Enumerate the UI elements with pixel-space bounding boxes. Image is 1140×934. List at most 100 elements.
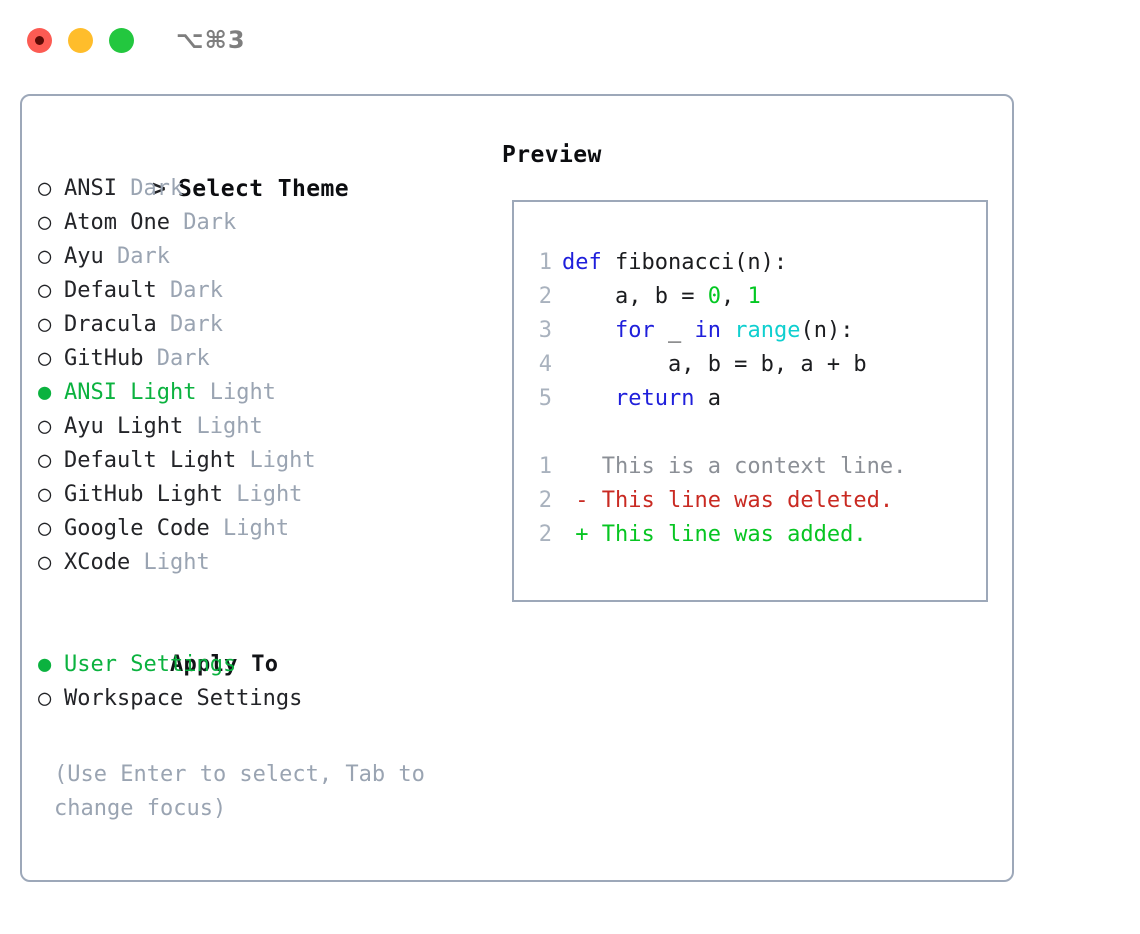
code-line-number: 4 bbox=[538, 352, 552, 377]
theme-name: ANSI bbox=[64, 176, 117, 201]
apply-to-option[interactable]: ● User Settings bbox=[38, 648, 488, 682]
apply-to-label: Apply To bbox=[169, 652, 279, 677]
minimize-button[interactable] bbox=[68, 27, 93, 53]
theme-name: ANSI Light bbox=[64, 380, 197, 405]
theme-name: XCode bbox=[64, 550, 131, 575]
radio-unselected-icon[interactable]: ○ bbox=[38, 278, 52, 303]
code-token-plain bbox=[562, 386, 615, 411]
radio-unselected-icon[interactable]: ○ bbox=[38, 448, 52, 473]
radio-unselected-icon[interactable]: ○ bbox=[38, 244, 52, 269]
radio-unselected-icon[interactable]: ○ bbox=[38, 482, 52, 507]
theme-kind-label: Light bbox=[209, 380, 276, 405]
theme-list-item[interactable]: ○ XCode Light bbox=[38, 546, 488, 580]
apply-to-option-label: User Settings bbox=[64, 652, 237, 677]
theme-name-kind-gap bbox=[196, 380, 209, 405]
radio-unselected-icon[interactable]: ○ bbox=[38, 346, 52, 371]
theme-list-item[interactable]: ○ Ayu Dark bbox=[38, 240, 488, 274]
code-token-plain bbox=[562, 318, 615, 343]
code-line: 2 - This line was deleted. bbox=[530, 484, 978, 518]
code-token-del: - This line was deleted. bbox=[562, 488, 894, 513]
code-line-number: 1 bbox=[538, 250, 552, 275]
theme-name-kind-gap bbox=[143, 346, 156, 371]
theme-name: Ayu bbox=[64, 244, 104, 269]
theme-name-kind-gap bbox=[170, 210, 183, 235]
theme-kind-label: Light bbox=[196, 414, 263, 439]
code-line-number: 3 bbox=[538, 318, 552, 343]
apply-to-option-label: Workspace Settings bbox=[64, 686, 303, 711]
theme-kind-label: Light bbox=[143, 550, 210, 575]
theme-list-item[interactable]: ○ ANSI Dark bbox=[38, 172, 488, 206]
apply-to-option[interactable]: ○ Workspace Settings bbox=[38, 682, 488, 716]
code-token-kw: def bbox=[562, 250, 615, 275]
theme-name: Default bbox=[64, 278, 157, 303]
theme-name-kind-gap bbox=[223, 482, 236, 507]
theme-list-item[interactable]: ○Dracula Dark bbox=[38, 308, 488, 342]
code-line-number: 2 bbox=[538, 488, 552, 513]
code-line-number: 1 bbox=[538, 454, 552, 479]
theme-kind-label: Dark bbox=[130, 176, 184, 201]
radio-unselected-icon[interactable]: ○ bbox=[38, 516, 52, 541]
code-line: 1 This is a context line. bbox=[530, 450, 978, 484]
code-line: 3 for _ in range(n): bbox=[530, 314, 978, 348]
radio-unselected-icon[interactable]: ○ bbox=[38, 686, 52, 711]
theme-kind-label: Dark bbox=[183, 210, 237, 235]
theme-list-item[interactable]: ○GitHub Light Light bbox=[38, 478, 488, 512]
theme-list-item[interactable]: ● ANSI Light Light bbox=[38, 376, 488, 410]
theme-kind-label: Dark bbox=[117, 244, 170, 269]
radio-selected-icon[interactable]: ● bbox=[38, 380, 52, 405]
theme-list-item[interactable]: ○ Default Light Light bbox=[38, 444, 488, 478]
theme-name-kind-gap bbox=[104, 244, 117, 269]
code-token-plain bbox=[721, 318, 734, 343]
code-line: 4 a, b = b, a + b bbox=[530, 348, 978, 382]
code-line-number: 5 bbox=[538, 386, 552, 411]
keyboard-hint: (Use Enter to select, Tab to change focu… bbox=[54, 758, 474, 826]
code-token-kw: for bbox=[614, 318, 655, 343]
radio-unselected-icon[interactable]: ○ bbox=[38, 414, 52, 439]
radio-unselected-icon[interactable]: ○ bbox=[38, 210, 52, 235]
code-token-plain: a bbox=[694, 386, 721, 411]
select-theme-title: Select Theme bbox=[177, 176, 349, 202]
theme-kind-label: Light bbox=[236, 482, 303, 507]
theme-name-kind-gap bbox=[210, 516, 223, 541]
code-token-plain: fibonacci(n): bbox=[614, 250, 788, 275]
code-token-add: + This line was added. bbox=[562, 522, 867, 547]
code-line: 2 + This line was added. bbox=[530, 518, 978, 552]
theme-name-kind-gap bbox=[117, 176, 130, 201]
theme-list-item[interactable]: ○GitHub Dark bbox=[38, 342, 488, 376]
code-token-plain: , bbox=[720, 284, 748, 309]
theme-kind-label: Dark bbox=[169, 312, 223, 337]
theme-name: GitHub bbox=[64, 346, 144, 371]
keyboard-hint-line-2: change focus) bbox=[54, 796, 227, 821]
radio-unselected-icon[interactable]: ○ bbox=[38, 312, 52, 337]
theme-list-item[interactable]: ○Default Dark bbox=[38, 274, 488, 308]
code-line-number: 2 bbox=[538, 284, 552, 309]
theme-list-item[interactable]: ○Ayu Light Light bbox=[38, 410, 488, 444]
caret-icon: > bbox=[151, 176, 167, 202]
theme-kind-label: Light bbox=[222, 516, 290, 541]
theme-name-kind-gap bbox=[157, 278, 170, 303]
theme-list-item[interactable]: ○ Google Code Light bbox=[38, 512, 488, 546]
theme-name-kind-gap bbox=[130, 550, 143, 575]
theme-name: Default Light bbox=[64, 448, 237, 473]
theme-kind-label: Light bbox=[249, 448, 316, 473]
code-token-plain: a, b = b, a + b bbox=[562, 352, 867, 377]
preview-title: Preview bbox=[502, 142, 602, 168]
close-button[interactable] bbox=[27, 27, 52, 53]
code-line: 5 return a bbox=[530, 382, 978, 416]
code-token-kw: return bbox=[614, 386, 695, 411]
theme-list-item[interactable]: ○Atom One Dark bbox=[38, 206, 488, 240]
keyboard-hint-line-1: (Use Enter to select, Tab to bbox=[54, 762, 425, 787]
radio-selected-icon[interactable]: ● bbox=[38, 652, 52, 677]
code-line-number: 2 bbox=[538, 522, 552, 547]
code-token-ctx: This is a context line. bbox=[562, 454, 907, 479]
theme-name: Google Code bbox=[64, 516, 210, 541]
radio-unselected-icon[interactable]: ○ bbox=[38, 176, 52, 201]
apply-to-heading: Apply To bbox=[38, 614, 488, 677]
theme-list: ○ANSI Dark○Atom One Dark○Ayu Dark○Defaul… bbox=[38, 172, 488, 580]
radio-unselected-icon[interactable]: ○ bbox=[38, 550, 52, 575]
code-line bbox=[530, 416, 978, 450]
maximize-button[interactable] bbox=[109, 27, 134, 53]
code-token-plain: _ bbox=[654, 318, 695, 343]
